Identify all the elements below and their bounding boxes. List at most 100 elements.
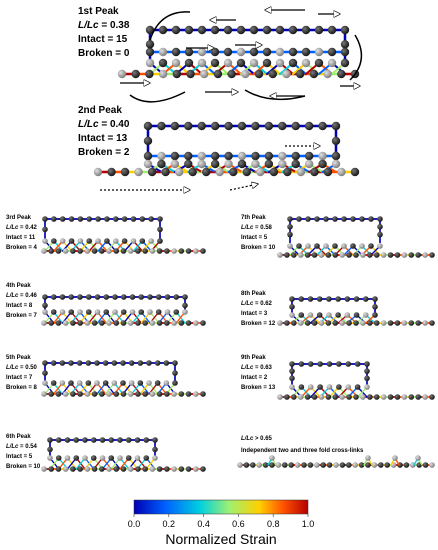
bead [297, 320, 304, 326]
bead [269, 167, 279, 177]
bead [296, 167, 306, 177]
bead [262, 58, 272, 68]
bead [377, 224, 383, 230]
bead [68, 294, 75, 300]
bead [353, 252, 359, 258]
bead [210, 58, 220, 68]
bead [145, 25, 155, 35]
panel-1st-peak: 1st Peak L/Lc = 0.38 Intact = 15 Broken … [78, 6, 363, 103]
bead [42, 360, 48, 366]
bead [185, 320, 192, 326]
bead [224, 159, 233, 169]
bead [345, 361, 352, 367]
panel-6-title: 6th Peak [6, 434, 31, 440]
panel-6th-peak: 6th Peak L/Lc = 0.54 Intact = 5 Broken =… [6, 434, 206, 472]
bead [314, 216, 320, 222]
panel-7-broken: Broken = 10 [241, 245, 276, 251]
bead [277, 394, 283, 400]
panel-9-chain [277, 361, 435, 400]
bead [192, 320, 199, 326]
bead [350, 216, 356, 222]
bead [317, 384, 323, 390]
bead [314, 243, 320, 249]
bead [394, 252, 401, 258]
bead [102, 360, 109, 366]
bead [99, 391, 105, 397]
bead [164, 294, 171, 300]
bead [318, 121, 327, 131]
panel-1-ratio: L/Lc = 0.38 [78, 20, 130, 31]
bead [178, 248, 185, 254]
bead [77, 238, 84, 244]
panel-9-ratio: L/Lc = 0.63 [241, 365, 273, 371]
bead [82, 455, 88, 461]
bead [103, 294, 110, 300]
bead [68, 360, 74, 366]
bead [82, 437, 88, 443]
bead [172, 360, 178, 366]
bead [289, 304, 295, 310]
panel-1-labels: 1st Peak L/Lc = 0.38 Intact = 15 Broken … [78, 6, 130, 59]
bead [156, 248, 163, 254]
bead [325, 394, 332, 400]
bead [51, 238, 57, 244]
bead [237, 121, 247, 131]
bead [358, 462, 365, 468]
bead [291, 121, 300, 131]
bead [157, 151, 166, 161]
bead [120, 320, 127, 326]
panel-7-ratio: L/Lc = 0.58 [241, 225, 273, 231]
bead [307, 384, 314, 390]
bead [307, 462, 314, 468]
bead [157, 238, 163, 244]
bead [287, 243, 293, 249]
panel-5-title: 5th Peak [6, 355, 31, 361]
bead [277, 252, 283, 258]
bead [172, 69, 182, 79]
bead [158, 69, 168, 79]
bead [372, 304, 378, 310]
bead [158, 25, 168, 35]
bead [350, 167, 360, 177]
bead [304, 159, 314, 169]
bead [332, 216, 338, 222]
bead [251, 121, 260, 131]
bead [104, 238, 110, 244]
bead [237, 159, 247, 169]
bead [113, 248, 120, 254]
bead [317, 361, 323, 367]
bead [394, 320, 401, 326]
bead [70, 466, 76, 472]
panel-2-intact: Intact = 13 [78, 133, 128, 144]
bead [171, 58, 181, 68]
panel-1-chain [117, 25, 360, 79]
bead [401, 252, 408, 258]
bead [392, 455, 398, 461]
bead [113, 391, 120, 397]
bead [359, 243, 365, 249]
bead [335, 312, 341, 318]
bead [154, 380, 161, 386]
bead [108, 455, 115, 461]
bead [422, 394, 428, 400]
bead [73, 437, 80, 443]
bead [84, 391, 91, 397]
bead [112, 216, 119, 222]
bead [42, 380, 48, 386]
bead [229, 167, 238, 177]
bead [111, 380, 118, 386]
bead [289, 384, 295, 390]
bead [157, 226, 163, 233]
bead [318, 159, 327, 169]
bead [137, 380, 144, 386]
panel-1-title: 1st Peak [78, 6, 119, 17]
bead [429, 462, 435, 468]
bead [256, 167, 265, 177]
pull-arrow-curve [149, 11, 191, 41]
bead [326, 384, 333, 390]
bead [121, 216, 128, 222]
bead [197, 159, 206, 169]
bead [192, 248, 199, 254]
bead [297, 252, 304, 258]
bead [48, 320, 55, 326]
